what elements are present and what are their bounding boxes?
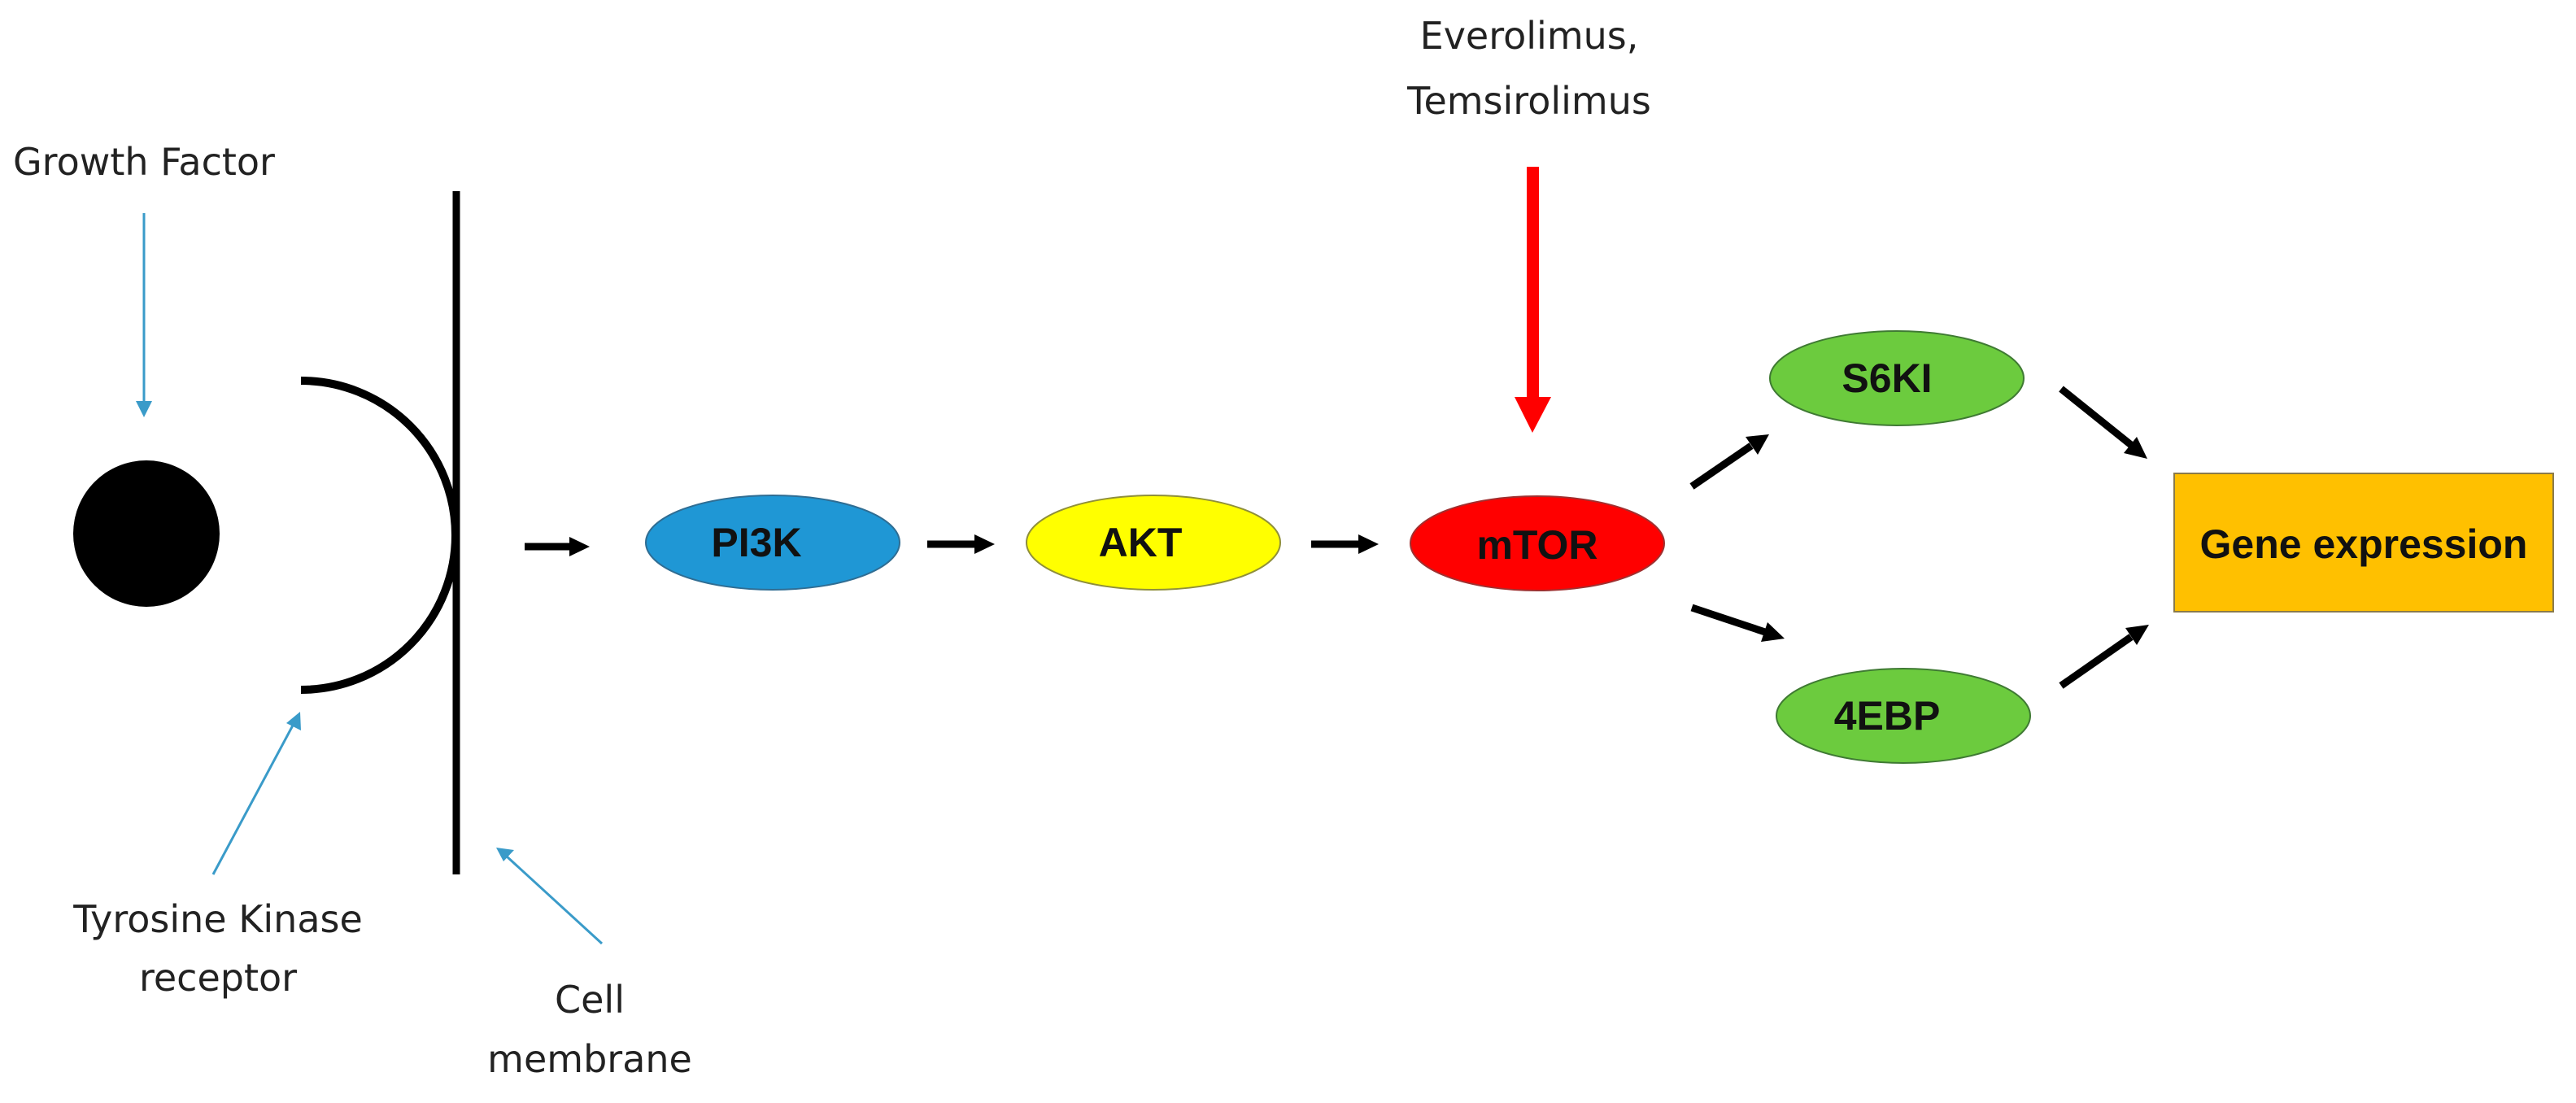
membrane-pointer-arrow [496, 848, 604, 945]
gene-expression-box [2173, 473, 2554, 613]
growth-factor-ligand [73, 460, 220, 607]
inhibitor-drugs-label-line2: Temsirolimus [1406, 79, 1651, 123]
tyrosine-kinase-receptor [300, 377, 460, 694]
node-gene-expression: Gene expression [2173, 473, 2554, 613]
growth-factor-pointer-arrow [136, 213, 152, 417]
arrow-akt-to-mtor [1311, 534, 1379, 554]
4ebp-ellipse [1776, 668, 2031, 764]
node-pi3k: PI3K [645, 495, 900, 591]
membrane-label-line2: membrane [487, 1037, 692, 1081]
node-akt: AKT [1026, 495, 1281, 591]
gene-expression-label: Gene expression [2200, 521, 2528, 567]
node-4ebp: 4EBP [1776, 668, 2031, 764]
akt-ellipse [1026, 495, 1281, 591]
receptor-pointer-arrow [211, 712, 301, 875]
s6ki-ellipse [1769, 330, 2025, 426]
arrow-receptor-to-pi3k [525, 537, 590, 556]
node-mtor: mTOR [1410, 495, 1665, 591]
arrow-pi3k-to-akt [927, 534, 995, 554]
receptor-label-line2: receptor [139, 956, 297, 1000]
growth-factor-label: Growth Factor [13, 140, 275, 184]
receptor-label-line1: Tyrosine Kinase [72, 897, 363, 941]
akt-label: AKT [1099, 520, 1183, 565]
arrow-s6ki-to-gene [2059, 386, 2147, 459]
node-s6ki: S6KI [1769, 330, 2025, 426]
arrow-mtor-to-4ebp [1690, 604, 1785, 642]
arrow-mtor-to-s6ki [1689, 434, 1769, 490]
s6ki-label: S6KI [1842, 355, 1932, 401]
arrow-4ebp-to-gene [2059, 625, 2149, 689]
inhibitor-arrow [1515, 167, 1551, 433]
pi3k-label: PI3K [711, 520, 801, 565]
4ebp-label: 4EBP [1834, 693, 1941, 739]
membrane-label-line1: Cell [555, 978, 625, 1022]
inhibitor-drugs-label-line1: Everolimus, [1420, 14, 1639, 58]
pi3k-ellipse [645, 495, 900, 591]
mtor-label: mTOR [1476, 522, 1597, 568]
mtor-ellipse [1410, 495, 1665, 591]
